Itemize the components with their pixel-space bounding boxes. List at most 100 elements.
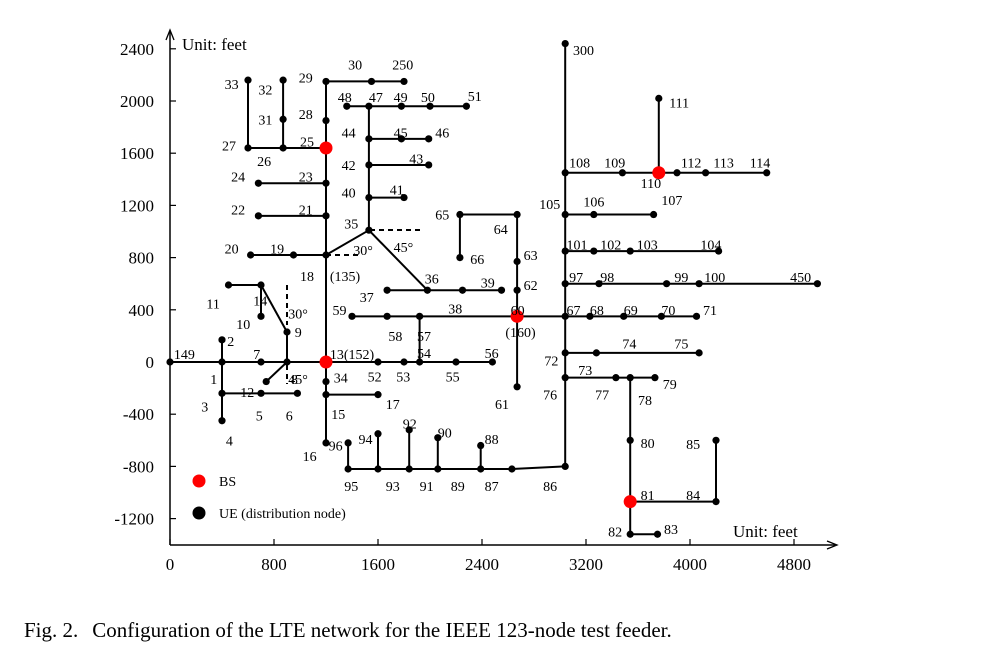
node-label: 68 bbox=[590, 304, 604, 319]
ue-node-7 bbox=[257, 358, 265, 366]
node-label: 2 bbox=[227, 335, 234, 350]
x-tick-label: 2400 bbox=[465, 555, 499, 574]
ue-node-72 bbox=[561, 349, 569, 357]
bs-node-81 bbox=[623, 495, 637, 509]
ue-node-12 bbox=[262, 377, 270, 386]
ue-node-57 bbox=[416, 312, 424, 320]
node-label: 55 bbox=[446, 370, 460, 385]
ue-node-38 bbox=[458, 286, 467, 294]
node-label: 64 bbox=[494, 223, 508, 238]
ue-node-63 bbox=[513, 257, 521, 266]
y-tick-label: 2000 bbox=[120, 92, 154, 111]
ue-node-250 bbox=[400, 77, 408, 86]
node-label: 42 bbox=[342, 159, 356, 174]
y-tick-label: -1200 bbox=[114, 510, 154, 529]
ue-node-30 bbox=[367, 77, 376, 86]
x-tick-label: 3200 bbox=[569, 555, 603, 574]
ue-node-35 bbox=[365, 226, 373, 234]
ue-node-77 bbox=[612, 374, 620, 382]
ue-node-76 bbox=[561, 462, 569, 470]
legend-bs-marker bbox=[192, 474, 206, 488]
ue-node-10 bbox=[257, 312, 265, 320]
node-label: 22 bbox=[231, 203, 245, 218]
node-label: 74 bbox=[622, 338, 636, 353]
ue-node-53 bbox=[400, 358, 408, 366]
ue-node-102 bbox=[590, 247, 598, 255]
node-label: 35 bbox=[344, 218, 358, 233]
ue-node-54 bbox=[416, 358, 424, 366]
node-label: 100 bbox=[704, 271, 725, 286]
node-label: 87 bbox=[485, 480, 499, 495]
ue-node-51 bbox=[462, 102, 470, 110]
ue-node-20 bbox=[247, 251, 255, 259]
y-tick-label: -400 bbox=[123, 405, 154, 424]
ue-node-106 bbox=[590, 210, 598, 219]
node-label: (135) bbox=[330, 270, 361, 285]
ue-node-86 bbox=[508, 465, 516, 473]
ue-node-71 bbox=[692, 312, 701, 320]
ue-node-94 bbox=[374, 430, 382, 438]
ue-node-43 bbox=[425, 161, 433, 169]
node-label: 113 bbox=[713, 156, 733, 171]
node-label: 67 bbox=[567, 304, 581, 319]
node-label: 103 bbox=[637, 239, 658, 254]
legend-ue-marker bbox=[192, 506, 206, 520]
node-label: 88 bbox=[485, 433, 499, 448]
node-label: 82 bbox=[608, 526, 622, 541]
ue-node-101 bbox=[561, 247, 569, 255]
ue-node-84 bbox=[712, 498, 720, 506]
node-label: 1 bbox=[210, 373, 217, 388]
ue-node-69 bbox=[620, 312, 628, 320]
ue-node-65 bbox=[456, 210, 464, 219]
node-label: 92 bbox=[403, 417, 417, 432]
edge-35-36 bbox=[368, 229, 429, 291]
ue-node-19 bbox=[289, 251, 298, 259]
ue-node-21 bbox=[322, 212, 330, 220]
ue-node-26 bbox=[279, 144, 287, 152]
node-label: 61 bbox=[495, 398, 509, 413]
ue-node-44 bbox=[365, 135, 373, 143]
node-label: 12 bbox=[240, 386, 254, 401]
node-label: 30° bbox=[288, 308, 308, 323]
ue-node-1 bbox=[218, 358, 226, 366]
ue-node-28 bbox=[322, 116, 330, 125]
ue-node-58 bbox=[383, 312, 391, 320]
node-label: 34 bbox=[334, 372, 348, 387]
ue-node-64 bbox=[513, 210, 521, 219]
ue-node-2 bbox=[218, 336, 226, 344]
node-label: 112 bbox=[681, 156, 701, 171]
ue-node-107 bbox=[650, 210, 658, 219]
ue-node-114 bbox=[763, 169, 771, 177]
node-label: 38 bbox=[448, 302, 462, 317]
ue-node-92 bbox=[405, 426, 413, 434]
x-tick-label: 1600 bbox=[361, 555, 395, 574]
node-label: 46 bbox=[435, 126, 449, 141]
node-label: 65 bbox=[435, 209, 449, 224]
ue-node-67 bbox=[561, 312, 569, 320]
nodes bbox=[166, 39, 822, 538]
node-label: 96 bbox=[329, 440, 343, 455]
ue-node-49 bbox=[397, 102, 405, 110]
node-label: 30 bbox=[348, 58, 362, 73]
node-label: 56 bbox=[485, 347, 499, 362]
node-label: 39 bbox=[481, 276, 495, 291]
ue-node-105 bbox=[561, 210, 569, 219]
ue-node-85 bbox=[712, 436, 720, 444]
node-label: 6 bbox=[286, 410, 293, 425]
node-label: 53 bbox=[396, 370, 410, 385]
node-label: 98 bbox=[600, 271, 614, 286]
edge-76-86 bbox=[511, 465, 566, 471]
node-label: 450 bbox=[790, 271, 811, 286]
node-label: 50 bbox=[421, 91, 435, 106]
node-label: 43 bbox=[409, 152, 423, 167]
figure-number: Fig. 2. bbox=[24, 618, 79, 642]
node-label: 45 bbox=[394, 126, 408, 141]
node-label: 41 bbox=[390, 184, 404, 199]
node-label: 73 bbox=[578, 364, 592, 379]
ue-node-91 bbox=[405, 465, 413, 473]
ue-node-46 bbox=[425, 135, 433, 143]
node-label: 19 bbox=[270, 242, 284, 257]
ue-node-18 bbox=[322, 251, 330, 259]
node-label: 24 bbox=[231, 171, 245, 186]
ue-node-112 bbox=[673, 169, 681, 177]
